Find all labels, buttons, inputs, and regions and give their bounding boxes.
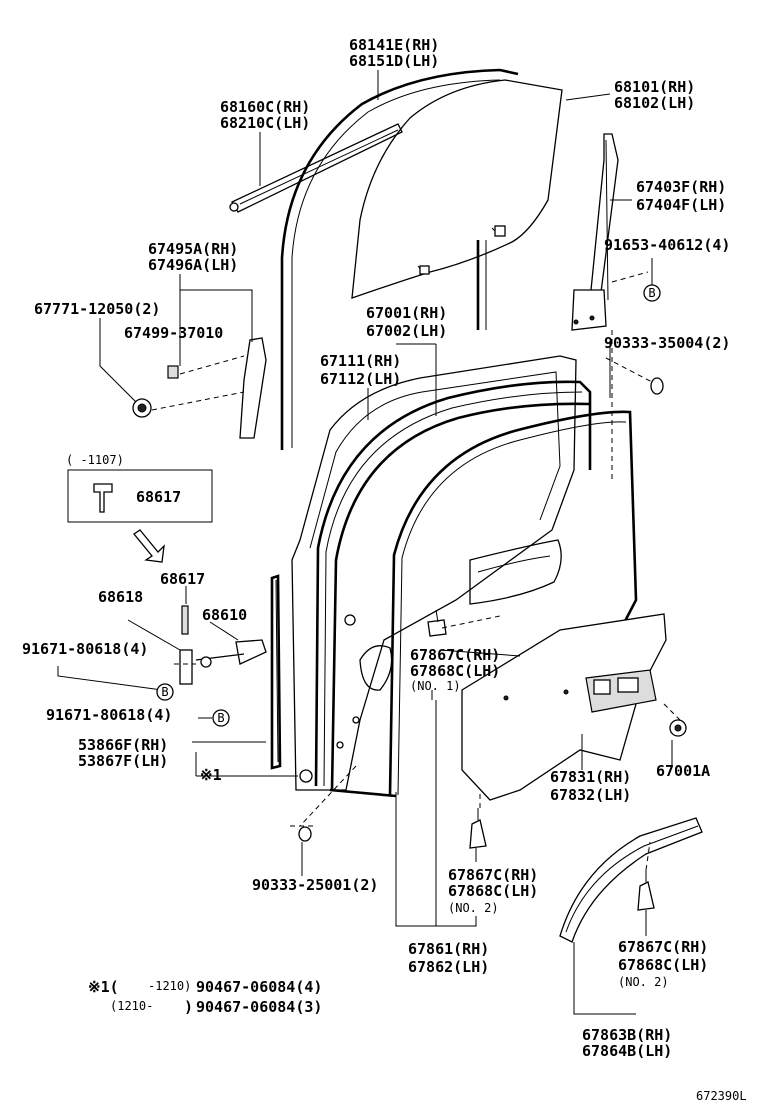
label-67867-right-rh: 67867C(RH) [618, 938, 708, 956]
note1-range: -1210) [148, 979, 191, 993]
clip-no2-right [637, 870, 655, 911]
note2-range: (1210- [110, 999, 153, 1013]
label-67863-rh: 67863B(RH) [582, 1026, 672, 1044]
door-trim-board [461, 613, 667, 801]
rear-lower-sash [571, 133, 619, 331]
label-67867-no1-lh: 67868C(LH) [410, 662, 500, 680]
label-68141-rh: 68141E(RH) [349, 36, 439, 54]
label-91671-lower: 91671-80618(4) [46, 706, 172, 724]
glass-run-channel [280, 68, 519, 450]
label-68618: 68618 [98, 588, 143, 606]
label-67867-mid-note: (NO. 2) [448, 901, 499, 915]
label-67771: 67771-12050(2) [34, 300, 160, 318]
label-68610: 68610 [202, 606, 247, 624]
diagram-id: 672390L [696, 1089, 747, 1103]
plug-lower [298, 826, 312, 842]
label-67495-rh: 67495A(RH) [148, 240, 238, 258]
note1-prefix: ※1( [88, 978, 119, 996]
label-90333-bottom: 90333-25001(2) [252, 876, 378, 894]
trim-screw [669, 719, 687, 737]
label-67861-rh: 67861(RH) [408, 940, 489, 958]
front-lower-weatherstrip [270, 574, 282, 770]
label-67831-lh: 67832(LH) [550, 786, 631, 804]
label-68141-lh: 68151D(LH) [349, 52, 439, 70]
note1-part: 90467-06084(4) [196, 978, 322, 996]
label-67867-no1-note: (NO. 1) [410, 679, 461, 693]
callout-b-text: B [161, 685, 168, 699]
label-68160-rh: 68160C(RH) [220, 98, 310, 116]
label-67001-lh: 67002(LH) [366, 322, 447, 340]
label-67001-rh: 67001(RH) [366, 304, 447, 322]
door-panel [291, 355, 577, 791]
callout-b-bottom: B [212, 709, 230, 727]
label-67861-lh: 67862(LH) [408, 958, 489, 976]
label-67867-right-lh: 67868C(LH) [618, 956, 708, 974]
label-91671-upper: 91671-80618(4) [22, 640, 148, 658]
label-67867-mid-lh: 67868C(LH) [448, 882, 538, 900]
label-67001A: 67001A [656, 762, 710, 780]
label-67863-lh: 67864B(LH) [582, 1042, 672, 1060]
leader-lines [57, 70, 673, 1015]
inset-range: ( -1107) [66, 453, 124, 467]
callout-b-text: B [217, 711, 224, 725]
label-67111-lh: 67112(LH) [320, 370, 401, 388]
label-67831-rh: 67831(RH) [550, 768, 631, 786]
bolt-star1 [299, 769, 313, 783]
note2-part: 90467-06084(3) [196, 998, 322, 1016]
callout-b-text: B [648, 286, 655, 300]
note2-close: ) [184, 998, 193, 1016]
inset-arrow [133, 529, 165, 563]
dashed-lines [151, 271, 681, 871]
label-68101-lh: 68102(LH) [614, 94, 695, 112]
outer-belt-weatherstrip [229, 123, 403, 213]
label-67403-rh: 67403F(RH) [636, 178, 726, 196]
label-68101-rh: 68101(RH) [614, 78, 695, 96]
label-67867-no1-rh: 67867C(RH) [410, 646, 500, 664]
label-68160-lh: 68210C(LH) [220, 114, 310, 132]
label-67111-rh: 67111(RH) [320, 352, 401, 370]
label-53866-lh: 53867F(LH) [78, 752, 168, 770]
label-91653: 91653-40612(4) [604, 236, 730, 254]
label-53866-rh: 53866F(RH) [78, 736, 168, 754]
door-weatherstrip [314, 380, 638, 798]
rear-weatherstrip [559, 817, 703, 943]
door-hinge-bracket [132, 337, 267, 439]
label-67403-lh: 67404F(LH) [636, 196, 726, 214]
inset-part-label: 68617 [136, 488, 181, 506]
callout-b-top: B [643, 284, 661, 302]
label-68617: 68617 [160, 570, 205, 588]
label-star1: ※1 [200, 766, 222, 784]
door-check [179, 605, 267, 685]
label-67867-right-note: (NO. 2) [618, 975, 669, 989]
label-67495-lh: 67496A(LH) [148, 256, 238, 274]
clip-no2-middle [469, 808, 487, 849]
hole-plug [650, 377, 664, 395]
door-glass [351, 79, 563, 299]
label-67499: 67499-37010 [124, 324, 223, 342]
clip-no1 [427, 609, 447, 637]
label-90333-top: 90333-35004(2) [604, 334, 730, 352]
label-67867-mid-rh: 67867C(RH) [448, 866, 538, 884]
callout-b-mid: B [156, 683, 174, 701]
inset-box [67, 469, 213, 523]
